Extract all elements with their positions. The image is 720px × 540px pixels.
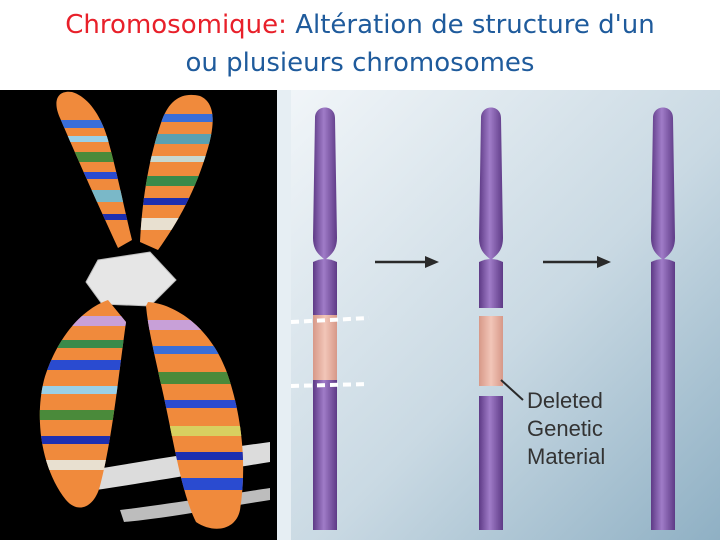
deleted-segment — [479, 316, 503, 386]
deleted-label-line3: Material — [527, 444, 605, 469]
deleted-segment-original — [313, 315, 337, 380]
arrow-right-icon — [543, 256, 611, 268]
deleted-label-line2: Genetic — [527, 416, 603, 441]
chromosome-breaking — [479, 107, 524, 530]
title-text: Altération de structure d'un — [295, 10, 655, 40]
chromosome-deleted — [651, 107, 675, 530]
title-line2: ou plusieurs chromosomes — [185, 48, 535, 78]
deletion-drawing: Deleted Genetic Material — [277, 90, 720, 540]
arrow-right-icon — [375, 256, 439, 268]
centromere — [85, 251, 177, 307]
title-keyword: Chromosomique: — [65, 10, 287, 40]
chromatid-upper-right — [140, 94, 213, 251]
chromatid-upper-left — [56, 91, 132, 248]
chromosome-x-drawing — [39, 91, 270, 529]
deleted-label-line1: Deleted — [527, 388, 603, 413]
deletion-diagram: Deleted Genetic Material — [277, 90, 720, 540]
banded-chromosome-illustration — [0, 90, 277, 540]
slide-title: Chromosomique: Altération de structure d… — [0, 0, 720, 90]
chromosome-original — [290, 107, 370, 530]
